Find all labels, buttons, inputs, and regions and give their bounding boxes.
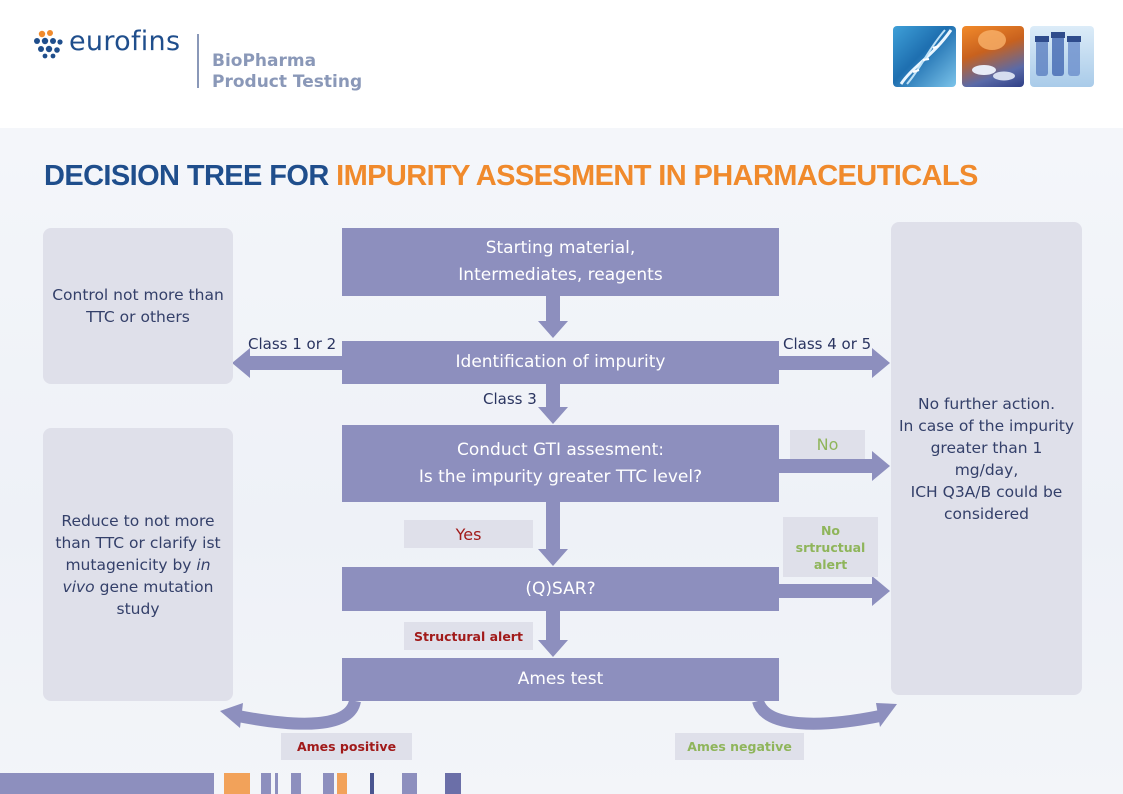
tag-yes: Yes <box>404 520 533 548</box>
arrow-gti-qsar <box>546 502 560 550</box>
tag-no: No <box>790 430 865 459</box>
dna-photo <box>893 26 956 87</box>
box-identification: Identification of impurity <box>342 341 779 384</box>
arrow-class12 <box>248 356 342 370</box>
arrow-start-identify <box>546 296 560 322</box>
eurofins-logo: eurofins <box>33 26 193 62</box>
box-reduce-ttc: Reduce to not more than TTC or clarify i… <box>43 428 233 701</box>
ames-neg-text: Ames negative <box>687 739 792 754</box>
box-starting-material: Starting material, Intermediates, reagen… <box>342 228 779 296</box>
arrow-class45 <box>779 356 873 370</box>
nofurther-line5: ICH Q3A/B could be <box>910 483 1063 501</box>
footer-block-5 <box>323 773 334 794</box>
tag-yes-text: Yes <box>455 524 482 544</box>
arrow-ames-negative <box>752 698 882 730</box>
nofurther-line1: No further action. <box>917 395 1056 413</box>
ames-pos-text: Ames positive <box>296 739 397 754</box>
box-no-further-action: No further action. In case of the impuri… <box>891 222 1082 695</box>
title-part2: IMPURITY ASSESMENT IN PHARMACEUTICALS <box>336 160 978 192</box>
division-line2: Product Testing <box>212 72 363 92</box>
nofurther-line4: mg/day, <box>954 461 1019 479</box>
label-class-4-or-5: Class 4 or 5 <box>783 335 872 353</box>
footer-bar-main <box>0 773 214 794</box>
arrow-no <box>779 459 873 473</box>
logo-dots-icon <box>34 30 63 59</box>
label-class-1-or-2: Class 1 or 2 <box>248 335 337 353</box>
page-title: DECISION TREE FOR IMPURITY ASSESMENT IN … <box>44 160 978 193</box>
arrow-qsar-ames <box>546 611 560 641</box>
tag-ames-negative: Ames negative <box>675 733 804 760</box>
footer-block-3 <box>275 773 278 794</box>
reduce-line2: than TTC or clarify ist <box>55 533 221 552</box>
label-class-3: Class 3 <box>483 390 537 408</box>
struct-alert-text: Structural alert <box>414 628 523 644</box>
logo-text: eurofins <box>69 26 181 57</box>
nostruct-line3: alert <box>813 556 848 572</box>
reduce-line4b: gene mutation <box>94 577 214 596</box>
nofurther-line3: greater than 1 <box>930 439 1043 457</box>
reduce-line1: Reduce to not more <box>61 511 215 530</box>
tag-ames-positive: Ames positive <box>281 733 412 760</box>
pills-photo <box>962 26 1024 87</box>
start-line2: Intermediates, reagents <box>458 265 663 285</box>
gti-line1: Conduct GTI assesment: <box>456 439 665 460</box>
reduce-line5: study <box>116 599 160 618</box>
footer-block-4 <box>291 773 301 794</box>
box-gti-assessment: Conduct GTI assesment: Is the impurity g… <box>342 425 779 502</box>
division-line1: BioPharma <box>212 51 317 71</box>
arrow-no-alert <box>779 584 873 598</box>
ames-text: Ames test <box>517 669 604 689</box>
reduce-line3b: in <box>196 555 211 574</box>
reduce-line4a: vivo <box>62 577 95 596</box>
footer-block-8 <box>445 773 461 794</box>
footer-block-2 <box>261 773 271 794</box>
footer-block-orange-1 <box>224 773 250 794</box>
arrow-identify-gti <box>546 384 560 408</box>
qsar-text: (Q)SAR? <box>525 578 596 599</box>
header-divider <box>197 34 199 88</box>
footer-block-orange-2 <box>337 773 347 794</box>
tag-no-structural-alert: No srtructual alert <box>783 517 878 577</box>
nofurther-line6: considered <box>944 505 1029 523</box>
tag-structural-alert: Structural alert <box>404 622 533 650</box>
box-control-ttc: Control not more than TTC or others <box>43 228 233 384</box>
vials-photo <box>1030 26 1094 87</box>
box-ames-test: Ames test <box>342 658 779 701</box>
nofurther-line2: In case of the impurity <box>898 417 1075 435</box>
tag-no-text: No <box>816 435 839 454</box>
footer-block-6 <box>370 773 374 794</box>
reduce-line3: mutagenicity by in <box>65 554 210 576</box>
start-line1: Starting material, <box>485 238 636 258</box>
box-qsar: (Q)SAR? <box>342 567 779 611</box>
nostruct-line2: srtructual <box>795 539 866 555</box>
footer-block-7 <box>402 773 417 794</box>
reduce-line4: vivo gene mutation <box>63 576 214 598</box>
nostruct-line1: No <box>820 522 841 538</box>
identify-text: Identification of impurity <box>455 352 666 372</box>
title-part1: DECISION TREE FOR <box>44 160 337 192</box>
reduce-line3a: mutagenicity by <box>65 555 197 574</box>
arrow-ames-positive <box>236 699 361 730</box>
control-line2: TTC or others <box>86 308 190 326</box>
gti-line2: Is the impurity greater TTC level? <box>418 466 703 487</box>
control-line1: Control not more than <box>52 286 224 304</box>
